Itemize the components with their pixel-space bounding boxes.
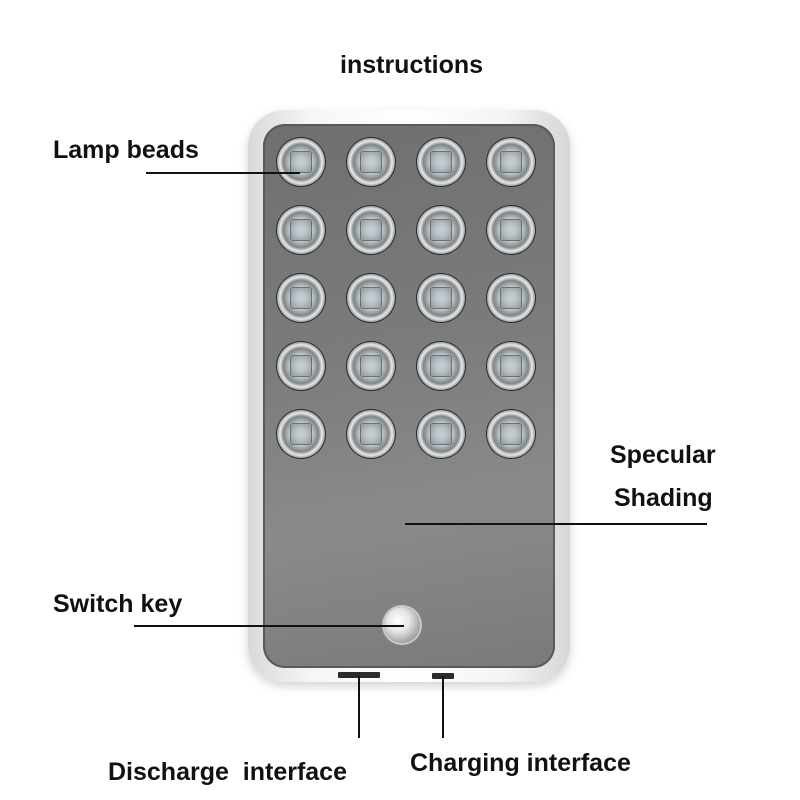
led-chip (501, 220, 521, 240)
specular-shading-label-line2: Shading (614, 484, 713, 512)
charging-interface-label: Charging interface (410, 749, 631, 777)
lamp-bead (487, 206, 535, 254)
specular-panel (263, 124, 555, 668)
switch-key-label: Switch key (53, 590, 183, 618)
lamp-bead (277, 206, 325, 254)
led-chip (431, 220, 451, 240)
led-chip (501, 288, 521, 308)
led-chip (291, 220, 311, 240)
lamp-bead (347, 138, 395, 186)
lamp-bead (347, 410, 395, 458)
lamp-bead (347, 274, 395, 322)
led-chip (361, 356, 381, 376)
led-chip (501, 356, 521, 376)
led-chip (431, 424, 451, 444)
lamp-bead (487, 138, 535, 186)
lamp-bead (277, 342, 325, 390)
led-chip (361, 288, 381, 308)
lamp-bead (417, 138, 465, 186)
led-chip (361, 152, 381, 172)
lamp-bead (417, 206, 465, 254)
charging-leader-line (442, 676, 444, 738)
led-chip (501, 152, 521, 172)
specular-shading-leader-line (405, 523, 707, 525)
discharge-leader-line (358, 676, 360, 738)
led-chip (431, 288, 451, 308)
led-chip (361, 424, 381, 444)
diagram-title: instructions (340, 51, 484, 79)
led-chip (431, 152, 451, 172)
led-chip (291, 356, 311, 376)
lamp-bead (417, 342, 465, 390)
lamp-bead (347, 206, 395, 254)
led-chip (291, 288, 311, 308)
led-chip (361, 220, 381, 240)
lamp-bead (277, 138, 325, 186)
lamp-bead (417, 274, 465, 322)
led-chip (501, 424, 521, 444)
lamp-bead (277, 410, 325, 458)
lamp-bead (277, 274, 325, 322)
lamp-beads-label: Lamp beads (53, 136, 199, 164)
lamp-beads-leader-line (146, 172, 300, 174)
lamp-bead (487, 274, 535, 322)
switch-key-leader-line (134, 625, 404, 627)
discharge-interface-label: Discharge interface (108, 758, 347, 786)
led-chip (431, 356, 451, 376)
led-chip (291, 152, 311, 172)
lamp-bead (347, 342, 395, 390)
led-chip (291, 424, 311, 444)
discharge-port (338, 672, 380, 678)
lamp-bead (487, 410, 535, 458)
lamp-bead (417, 410, 465, 458)
specular-shading-label-line1: Specular (610, 441, 716, 469)
lamp-bead (487, 342, 535, 390)
